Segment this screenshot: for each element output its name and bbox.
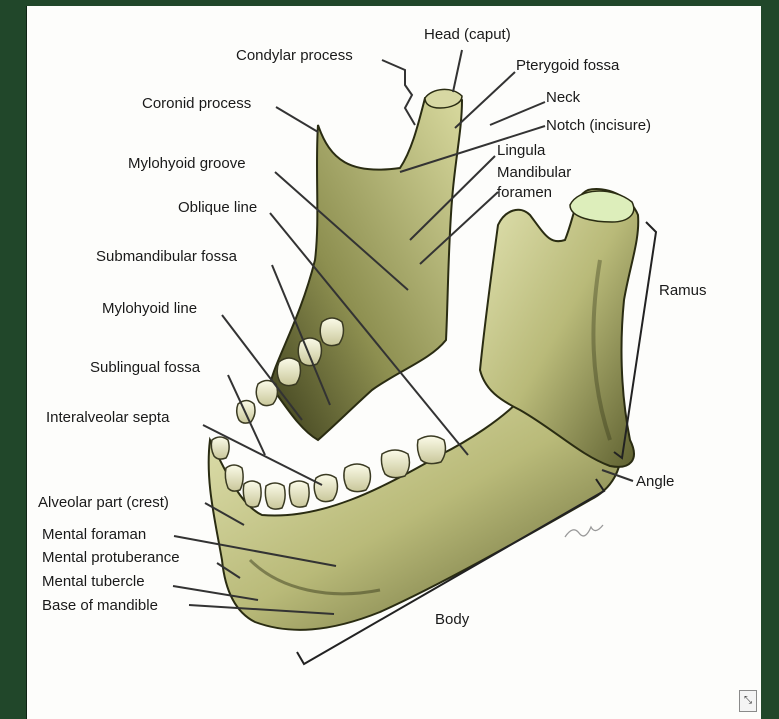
label-angle: Angle	[636, 474, 674, 489]
label-oblique-line: Oblique line	[178, 200, 257, 215]
right-condyle-head	[570, 191, 634, 222]
label-mental-foramen: Mental foraman	[42, 527, 146, 542]
label-submandibular-fossa: Submandibular fossa	[96, 249, 237, 264]
label-neck: Neck	[546, 90, 580, 105]
label-mental-tubercle: Mental tubercle	[42, 574, 145, 589]
label-alveolar-part: Alveolar part (crest)	[38, 495, 169, 510]
label-ramus: Ramus	[659, 283, 707, 298]
label-notch: Notch (incisure)	[546, 118, 651, 133]
label-pterygoid-fossa: Pterygoid fossa	[516, 58, 619, 73]
label-body: Body	[435, 612, 469, 627]
label-condylar-process: Condylar process	[236, 48, 353, 63]
label-base-of-mandible: Base of mandible	[42, 598, 158, 613]
resize-corner-icon[interactable]: ⤡	[739, 690, 757, 712]
label-coronoid-process: Coronid process	[142, 96, 251, 111]
artist-signature	[565, 525, 603, 537]
label-mylohyoid-line: Mylohyoid line	[102, 301, 197, 316]
label-mandibular-foramen-1: Mandibular	[497, 165, 571, 180]
label-lingula: Lingula	[497, 143, 545, 158]
label-head: Head (caput)	[424, 27, 511, 42]
label-interalveolar-septa: Interalveolar septa	[46, 410, 169, 425]
label-mandibular-foramen-2: foramen	[497, 185, 552, 200]
label-mental-protuberance: Mental protuberance	[42, 550, 180, 565]
label-mylohyoid-groove: Mylohyoid groove	[128, 156, 246, 171]
label-sublingual-fossa: Sublingual fossa	[90, 360, 200, 375]
left-ramus	[270, 94, 462, 440]
